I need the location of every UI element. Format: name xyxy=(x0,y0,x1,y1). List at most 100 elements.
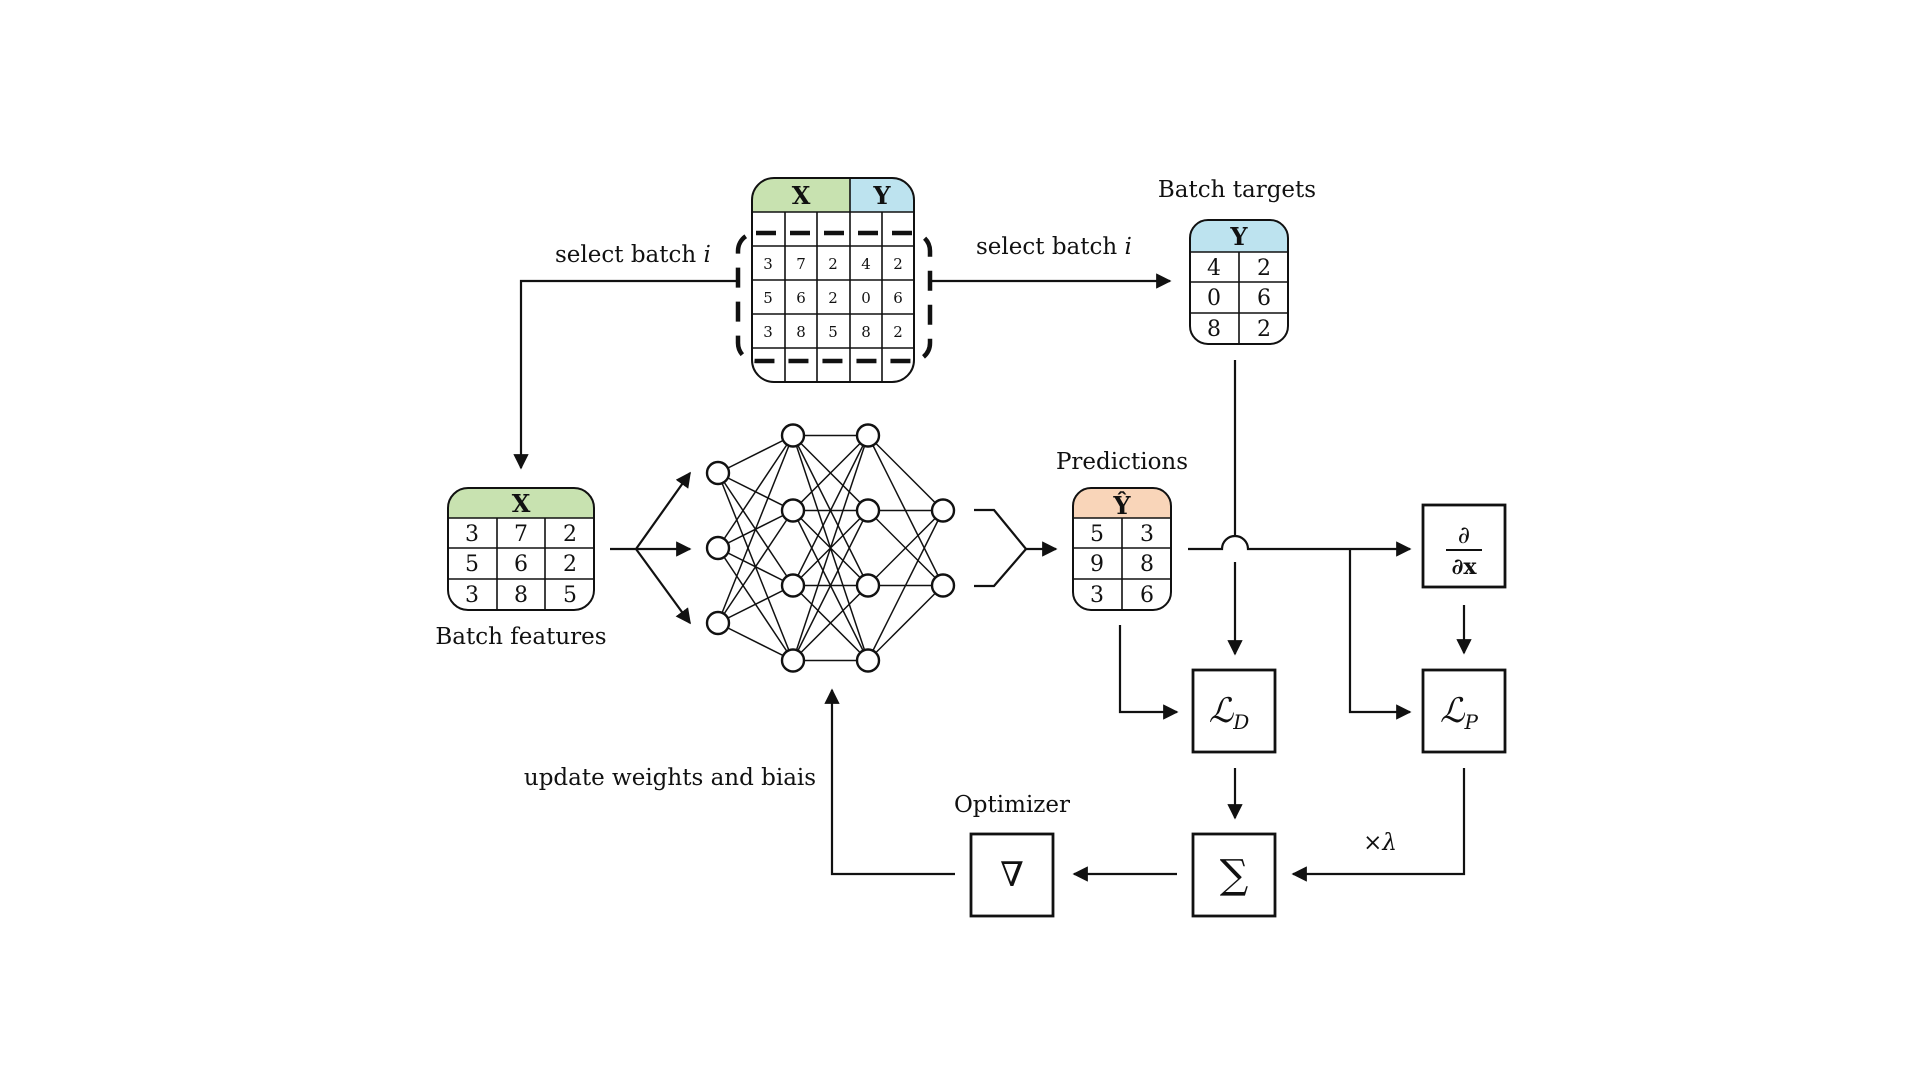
dataset-x-header-bg xyxy=(752,178,850,212)
input-arrow-bottom xyxy=(635,548,691,625)
network-connection xyxy=(717,435,794,624)
batch-targets-cell: 2 xyxy=(1257,256,1271,281)
predictions-cell: 9 xyxy=(1090,552,1104,577)
network-connection xyxy=(867,584,944,662)
loss-physics-box: ℒP xyxy=(1421,668,1507,754)
batch-features-cell: 6 xyxy=(514,552,528,577)
dataset-cell: 6 xyxy=(796,289,806,307)
network-connection xyxy=(717,434,794,474)
batch-targets-cell: 4 xyxy=(1207,256,1221,281)
network-neuron-layer-4 xyxy=(930,573,956,598)
dataset-x-header: X xyxy=(792,181,811,210)
loss-physics-symbol: ℒP xyxy=(1440,691,1479,734)
network-connection xyxy=(792,435,869,586)
loss-data-box: ℒD xyxy=(1191,668,1277,754)
batch-targets-label: Batch targets xyxy=(1158,177,1316,203)
dataset-cell: 3 xyxy=(763,255,773,273)
input-arrow-top xyxy=(610,471,691,551)
optimizer-box: ∇ xyxy=(969,832,1055,918)
batch-features-cell: 3 xyxy=(465,522,479,547)
network-connection xyxy=(717,584,794,624)
network-neuron-layer-3 xyxy=(855,498,881,523)
predictions-table: Ŷ 5 3 9 8 3 6 xyxy=(1072,487,1172,611)
select-batch-left-label: select batch i xyxy=(555,242,711,268)
derivative-box: ∂ ∂x xyxy=(1421,503,1507,589)
batch-features-header: X xyxy=(512,489,531,518)
batch-features-cell: 8 xyxy=(514,583,528,608)
select-batch-right-label: select batch i xyxy=(976,234,1132,260)
dataset-cell: 3 xyxy=(763,323,773,341)
dataset-y-header: Y xyxy=(872,181,891,210)
network-connection xyxy=(867,434,944,512)
optimizer-label: Optimizer xyxy=(954,792,1070,818)
dataset-y-header-bg xyxy=(850,178,914,212)
batch-features-cell: 7 xyxy=(514,522,528,547)
batch-selection-outline xyxy=(735,230,933,364)
batch-targets-cell: 0 xyxy=(1207,286,1221,311)
sum-box: ∑ xyxy=(1191,832,1277,918)
dataset-cell: 2 xyxy=(828,255,838,273)
dataset-cell: 8 xyxy=(861,323,871,341)
network-neuron-layer-2 xyxy=(780,573,806,598)
update-weights-arrow xyxy=(824,688,955,876)
batch-targets-cell: 2 xyxy=(1257,317,1271,342)
batch-features-cell: 2 xyxy=(563,522,577,547)
network-connection xyxy=(792,510,869,661)
dataset-cell: 2 xyxy=(893,323,903,341)
derivative-denominator: ∂x xyxy=(1452,554,1478,580)
dataset-cell: 8 xyxy=(796,323,806,341)
sum-symbol: ∑ xyxy=(1220,852,1249,898)
neural-network xyxy=(705,423,956,673)
batch-features-cell: 5 xyxy=(465,552,479,577)
dataset-cell: 7 xyxy=(796,255,806,273)
lambda-label: ×λ xyxy=(1363,830,1397,856)
network-connection xyxy=(792,435,869,661)
batch-features-cell: 2 xyxy=(563,552,577,577)
network-connection xyxy=(792,584,869,662)
predictions-label: Predictions xyxy=(1056,449,1188,475)
batch-features-table: X 3 7 2 5 6 2 3 8 5 xyxy=(447,487,595,611)
predictions-cell: 6 xyxy=(1140,583,1154,608)
dataset-cell: 0 xyxy=(861,289,871,307)
batch-targets-cell: 6 xyxy=(1257,286,1271,311)
dataset-table: X Y 3 7 2 4 2 5 6 2 0 6 3 8 5 8 2 xyxy=(735,177,933,383)
network-neuron-layer-2 xyxy=(780,648,806,673)
loss-physics-to-sum-arrow xyxy=(1291,768,1466,882)
predictions-to-derivative-arrow xyxy=(1188,534,1412,557)
network-neuron-layer-1 xyxy=(705,460,731,486)
network-connection xyxy=(867,510,944,661)
batch-features-cell: 5 xyxy=(563,583,577,608)
batch-targets-table: Y 4 2 0 6 8 2 xyxy=(1189,219,1289,345)
predictions-to-loss-physics-arrow xyxy=(1348,549,1412,720)
update-weights-label: update weights and biais xyxy=(524,765,816,791)
network-connection xyxy=(717,435,794,549)
select-features-arrow xyxy=(513,279,737,470)
output-arrow-lower xyxy=(974,548,1027,588)
predictions-to-loss-data-arrow xyxy=(1118,625,1179,720)
predictions-cell: 5 xyxy=(1090,522,1104,547)
network-connection xyxy=(717,510,794,624)
network-neuron-layer-3 xyxy=(855,573,881,598)
network-neuron-layer-2 xyxy=(780,498,806,523)
predictions-cell: 3 xyxy=(1140,522,1154,547)
batch-targets-header: Y xyxy=(1229,222,1248,251)
network-neuron-layer-3 xyxy=(855,648,881,673)
dataset-cell: 6 xyxy=(893,289,903,307)
dataset-cells: 3 7 2 4 2 5 6 2 0 6 3 8 5 8 2 xyxy=(763,255,903,341)
network-connection xyxy=(792,434,869,512)
network-connection xyxy=(867,509,944,587)
predictions-header: Ŷ xyxy=(1112,491,1131,520)
network-neuron-layer-2 xyxy=(780,423,806,448)
predictions-cell: 3 xyxy=(1090,583,1104,608)
network-neuron-layer-4 xyxy=(930,498,956,523)
dataset-cell: 5 xyxy=(828,323,838,341)
loss-data-symbol: ℒD xyxy=(1209,691,1250,734)
network-neuron-layer-1 xyxy=(705,535,731,561)
dataset-cell: 5 xyxy=(763,289,773,307)
dataset-cell: 2 xyxy=(893,255,903,273)
predictions-cell: 8 xyxy=(1140,552,1154,577)
derivative-numerator: ∂ xyxy=(1458,521,1470,549)
batch-targets-cell: 8 xyxy=(1207,317,1221,342)
dataset-cell: 2 xyxy=(828,289,838,307)
